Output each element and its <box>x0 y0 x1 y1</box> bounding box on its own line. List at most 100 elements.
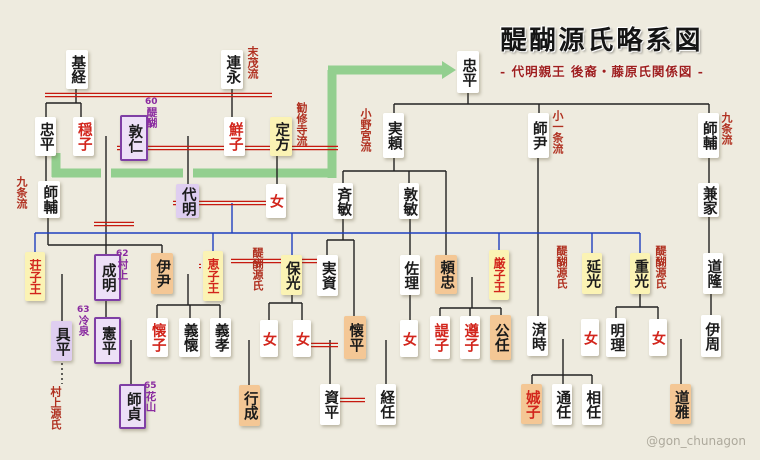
person-box-yoritada: 頼忠 <box>435 255 457 294</box>
person-box-daughter-sukemasa: 女 <box>400 320 418 357</box>
person-name: 義孝 <box>212 323 230 352</box>
person-box-korechika: 伊周 <box>701 315 721 357</box>
person-name: 延光 <box>584 259 602 288</box>
person-box-morosada-kazan: 師貞 <box>119 384 146 429</box>
person-name: 実頼 <box>385 121 403 150</box>
person-box-atsutoshi: 敦敏 <box>399 183 419 219</box>
person-box-daughter-nobumitsu: 女 <box>581 319 599 356</box>
person-box-michito: 通任 <box>552 384 572 425</box>
person-box-yukinari: 行成 <box>239 385 260 426</box>
person-name: 重光 <box>632 259 650 288</box>
person-name: 成明 <box>99 263 117 292</box>
person-name: 定方 <box>273 122 291 151</box>
person-box-tomohira: 具平 <box>51 321 72 361</box>
person-name: 厳子王 <box>492 257 506 293</box>
branch-label-ononomiya-ryu: 小野宮流 <box>359 108 372 152</box>
person-name: 経任 <box>378 390 396 419</box>
emperor-name: 村上 <box>116 259 129 280</box>
person-box-soshi-joo: 荘子王 <box>25 252 45 301</box>
diagram-title: 醍醐源氏略系図 <box>500 26 704 56</box>
person-box-tadahira-right: 忠平 <box>457 51 479 93</box>
person-box-genshi-joo: 厳子王 <box>489 250 509 300</box>
person-box-junshi: 遵子 <box>460 316 480 359</box>
person-box-saneyori: 実頼 <box>383 113 404 158</box>
person-box-daughter-yasumitsu-1: 女 <box>260 320 278 357</box>
person-box-yoshiakira: 代明 <box>176 184 199 218</box>
person-name: 敦敏 <box>401 186 419 216</box>
title-block: 醍醐源氏略系図 - 代明親王 後裔・藤原氏関係図 - <box>486 20 718 80</box>
person-box-seishi-consort: 娍子 <box>521 384 542 424</box>
person-box-nariakira-murakami: 成明 <box>94 254 121 301</box>
person-box-tsunenaga: 連永 <box>221 50 243 89</box>
person-box-michitaka: 道隆 <box>703 253 723 294</box>
diagram-subtitle: - 代明親王 後裔・藤原氏関係図 - <box>500 64 704 79</box>
person-box-sanesuke: 実資 <box>317 255 338 296</box>
person-name: 女 <box>582 330 598 345</box>
person-box-yoshichika: 義懐 <box>179 318 200 357</box>
person-name: 師尹 <box>530 121 548 150</box>
person-name: 道隆 <box>705 259 723 288</box>
emperor-name: 醍醐 <box>145 107 158 128</box>
person-name: 義懐 <box>181 323 199 352</box>
person-name: 保光 <box>283 260 301 290</box>
person-name: 懐平 <box>347 323 365 352</box>
person-box-keishi-joo: 恵子王 <box>203 251 223 301</box>
person-name: 穏子 <box>75 122 93 151</box>
branch-label-suemochi-ryu: 末茂流 <box>246 46 259 79</box>
person-box-kaishi: 懐子 <box>147 318 168 357</box>
branch-label-daigo-genji-1: 醍醐源氏 <box>251 247 264 291</box>
person-name: 具平 <box>53 326 71 356</box>
emperor-name: 冷泉 <box>77 315 90 336</box>
person-box-mototsune: 基経 <box>66 50 88 89</box>
person-name: 女 <box>401 331 417 346</box>
person-name: 済時 <box>529 321 547 351</box>
person-name: 伊尹 <box>154 259 172 288</box>
person-box-naritoki: 済時 <box>527 316 548 356</box>
person-box-daughter-yasumitsu-2: 女 <box>293 320 311 357</box>
person-box-kanehira: 懐平 <box>344 316 366 359</box>
person-name: 資平 <box>322 390 340 419</box>
emperor-name: 花山 <box>144 391 157 412</box>
person-name: 師輔 <box>700 121 718 150</box>
person-box-tadatoshi: 斉敏 <box>333 183 353 219</box>
branch-label-daigo-genji-2: 醍醐源氏 <box>555 245 568 289</box>
person-box-tadahira-left: 忠平 <box>35 117 56 156</box>
person-box-atsugimi-daigo: 敦仁 <box>120 115 148 161</box>
person-name: 佐理 <box>402 260 420 290</box>
person-box-kaneie: 兼家 <box>698 183 719 217</box>
person-name: 女 <box>261 331 277 346</box>
person-name: 行成 <box>241 391 259 420</box>
person-name: 敦仁 <box>126 123 144 153</box>
person-box-daughter-sadakata: 女 <box>266 184 286 218</box>
person-name: 荘子王 <box>28 258 42 295</box>
person-name: 憲平 <box>99 326 117 355</box>
branch-label-kujo-ryu-left: 九条流 <box>15 176 28 209</box>
person-name: 鮮子 <box>226 122 244 151</box>
person-name: 女 <box>650 330 666 345</box>
person-box-yasumitsu: 保光 <box>281 255 302 295</box>
person-name: 頼忠 <box>438 260 456 289</box>
person-name: 忠平 <box>37 122 55 151</box>
emperor-number: 63 <box>77 305 90 315</box>
person-name: 代明 <box>179 186 197 216</box>
person-box-tsuneto: 経任 <box>376 384 396 425</box>
person-name: 連永 <box>224 55 242 84</box>
person-box-senshi: 鮮子 <box>224 117 245 156</box>
branch-label-koichijo-ryu: 小一条流 <box>551 110 564 154</box>
person-name: 道雅 <box>672 389 690 419</box>
emperor-number: 62 <box>116 249 129 259</box>
person-name: 公任 <box>492 323 510 352</box>
person-name: 忠平 <box>460 57 478 87</box>
person-name: 師輔 <box>41 185 59 214</box>
person-box-shishi: 諟子 <box>430 316 450 359</box>
person-box-morosuke-right: 師輔 <box>698 113 719 158</box>
person-box-onshi: 穏子 <box>73 117 94 156</box>
emperor-number: 65 <box>144 381 157 391</box>
person-name: 相任 <box>584 390 602 419</box>
branch-label-murakami-genji: 村上源氏 <box>49 386 62 430</box>
person-name: 娍子 <box>523 389 541 419</box>
person-name: 通任 <box>554 390 572 419</box>
